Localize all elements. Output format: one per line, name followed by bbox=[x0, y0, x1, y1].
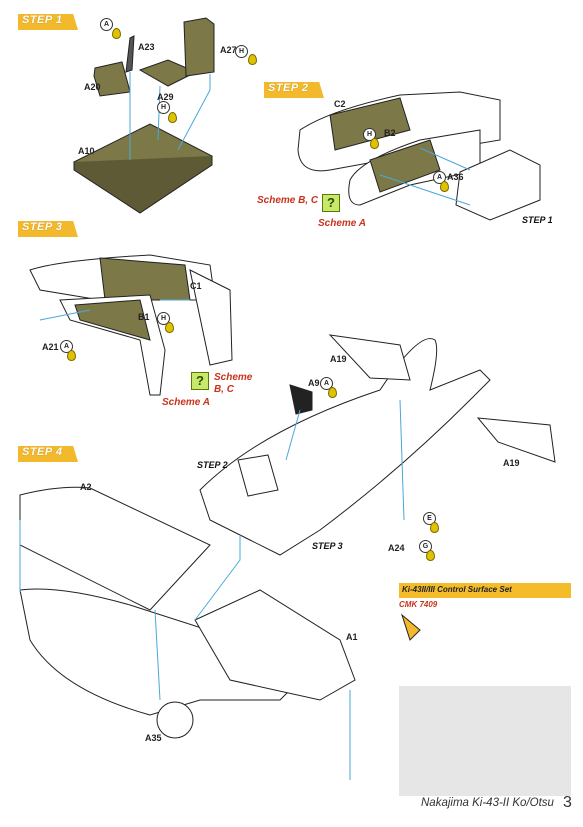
glue-drop-icon bbox=[248, 54, 257, 65]
part-label-a19-top: A19 bbox=[330, 354, 347, 364]
step-2-tab: STEP 2 bbox=[264, 82, 324, 98]
part-label-a2: A2 bbox=[80, 482, 92, 492]
cmk-advert: Ki-43II/III Control Surface Set CMK 7409 bbox=[399, 583, 571, 796]
glue-code-a-2: A bbox=[433, 171, 446, 184]
glue-code-h-3: H bbox=[363, 128, 376, 141]
step-3-tab: STEP 3 bbox=[18, 221, 78, 237]
page-number: 3 bbox=[563, 794, 572, 811]
part-label-a27: A27 bbox=[220, 45, 237, 55]
glue-code-a-4: A bbox=[320, 377, 333, 390]
glue-drop-icon bbox=[67, 350, 76, 361]
part-label-a24: A24 bbox=[388, 543, 405, 553]
part-label-c2: C2 bbox=[334, 99, 346, 109]
glue-code-h-4: H bbox=[157, 312, 170, 325]
glue-drop-icon bbox=[168, 112, 177, 123]
part-label-a35: A35 bbox=[145, 733, 162, 743]
part-label-a20: A20 bbox=[84, 82, 101, 92]
glue-drop-icon bbox=[426, 550, 435, 561]
question-icon: ? bbox=[191, 372, 209, 390]
glue-code-a-1: A bbox=[100, 18, 113, 31]
part-label-a19-right: A19 bbox=[503, 458, 520, 468]
part-label-b2: B2 bbox=[384, 128, 396, 138]
scheme-bc-note: Scheme B, C bbox=[257, 195, 319, 206]
glue-drop-icon bbox=[430, 522, 439, 533]
advert-header: Ki-43II/III Control Surface Set bbox=[399, 583, 571, 598]
part-label-a36: A36 bbox=[447, 172, 464, 182]
scheme-bc-note-line-2: B, C bbox=[214, 384, 234, 395]
glue-drop-icon bbox=[328, 387, 337, 398]
part-label-c1: C1 bbox=[190, 281, 202, 291]
part-label-b1: B1 bbox=[138, 312, 150, 322]
page-footer-title: Nakajima Ki-43-II Ko/Otsu bbox=[421, 797, 554, 809]
scheme-a-note: Scheme A bbox=[318, 218, 366, 229]
scheme-bc-note-line-1: Scheme bbox=[214, 372, 253, 383]
glue-code-g: G bbox=[419, 540, 432, 553]
glue-drop-icon bbox=[165, 322, 174, 333]
step-1-subassembly-label: STEP 1 bbox=[522, 215, 553, 225]
question-icon: ? bbox=[322, 194, 340, 212]
part-label-a29: A29 bbox=[157, 92, 174, 102]
part-label-a1: A1 bbox=[346, 632, 358, 642]
step-1-tab: STEP 1 bbox=[18, 14, 78, 30]
part-label-a23: A23 bbox=[138, 42, 155, 52]
glue-code-a-3: A bbox=[60, 340, 73, 353]
step-2-subassembly-label: STEP 2 bbox=[197, 460, 228, 470]
glue-drop-icon bbox=[440, 181, 449, 192]
part-label-a9: A9 bbox=[308, 378, 320, 388]
glue-code-h-2: H bbox=[157, 101, 170, 114]
glue-code-h-1: H bbox=[235, 45, 248, 58]
step-4-tab: STEP 4 bbox=[18, 446, 78, 462]
part-label-a10: A10 bbox=[78, 146, 95, 156]
glue-drop-icon bbox=[112, 28, 121, 39]
glue-drop-icon bbox=[370, 138, 379, 149]
part-label-a21: A21 bbox=[42, 342, 59, 352]
scheme-a-note: Scheme A bbox=[162, 397, 210, 408]
advert-code: CMK 7409 bbox=[399, 600, 438, 609]
advert-parts-panel bbox=[399, 686, 571, 796]
glue-code-e: E bbox=[423, 512, 436, 525]
step-3-subassembly-label: STEP 3 bbox=[312, 541, 343, 551]
